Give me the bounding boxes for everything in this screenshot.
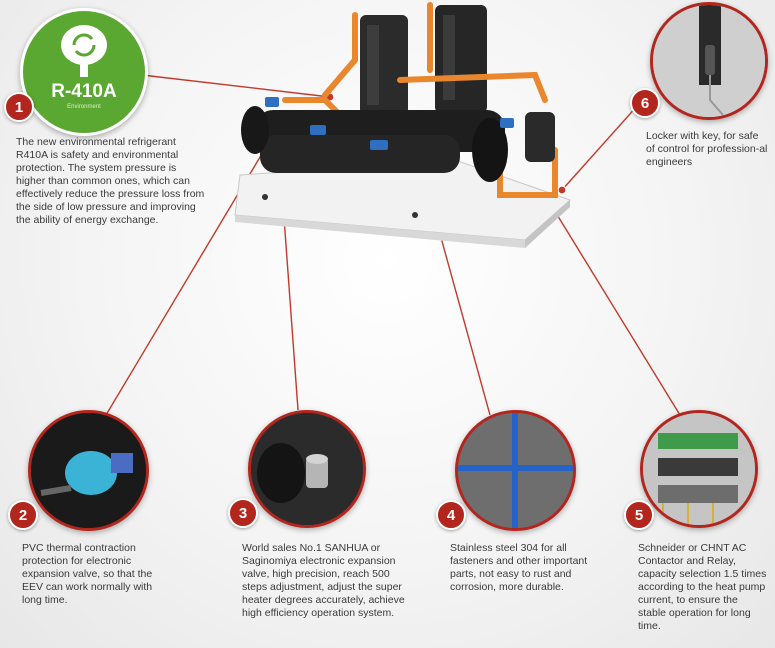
key-lock-icon (653, 5, 765, 117)
feature-badge-3: 3 (228, 498, 258, 528)
connector-line-6 (561, 104, 639, 191)
expansion-valve-icon (31, 413, 146, 528)
feature-photo-4-stainless (455, 410, 576, 531)
feature-badge-2: 2 (8, 500, 38, 530)
feature-text-3: World sales No.1 SANHUA or Saginomiya el… (242, 542, 405, 619)
heat-pump-unit-illustration (234, 2, 571, 248)
feature-photo-3-valve (248, 410, 366, 528)
r410a-logo: R-410A Environment (20, 8, 148, 136)
electronic-valve-icon (251, 413, 363, 525)
feature-text-2: PVC thermal contraction protection for e… (22, 542, 153, 606)
contactor-relay-icon (643, 413, 755, 525)
stainless-steel-icon (458, 413, 573, 528)
feature-badge-5: 5 (624, 500, 654, 530)
connector-line-5 (547, 199, 681, 416)
connector-line-1 (141, 74, 331, 98)
feature-text-6: Locker with key, for safe of control for… (646, 130, 768, 168)
feature-text-1: The new environmental refrigerant R410A … (16, 136, 205, 226)
feature-photo-5-contactor (640, 410, 758, 528)
logo-subtext: Environment (67, 104, 101, 110)
feature-badge-1: 1 (4, 92, 34, 122)
logo-label: R-410A (51, 81, 117, 102)
feature-text-5: Schneider or CHNT AC Contactor and Relay… (638, 542, 767, 632)
feature-text-4: Stainless steel 304 for all fasteners an… (450, 542, 588, 593)
feature-badge-4: 4 (436, 500, 466, 530)
feature-photo-2-eev (28, 410, 149, 531)
feature-photo-6-locker (650, 2, 768, 120)
tree-icon (61, 25, 107, 77)
feature-badge-6: 6 (630, 88, 660, 118)
